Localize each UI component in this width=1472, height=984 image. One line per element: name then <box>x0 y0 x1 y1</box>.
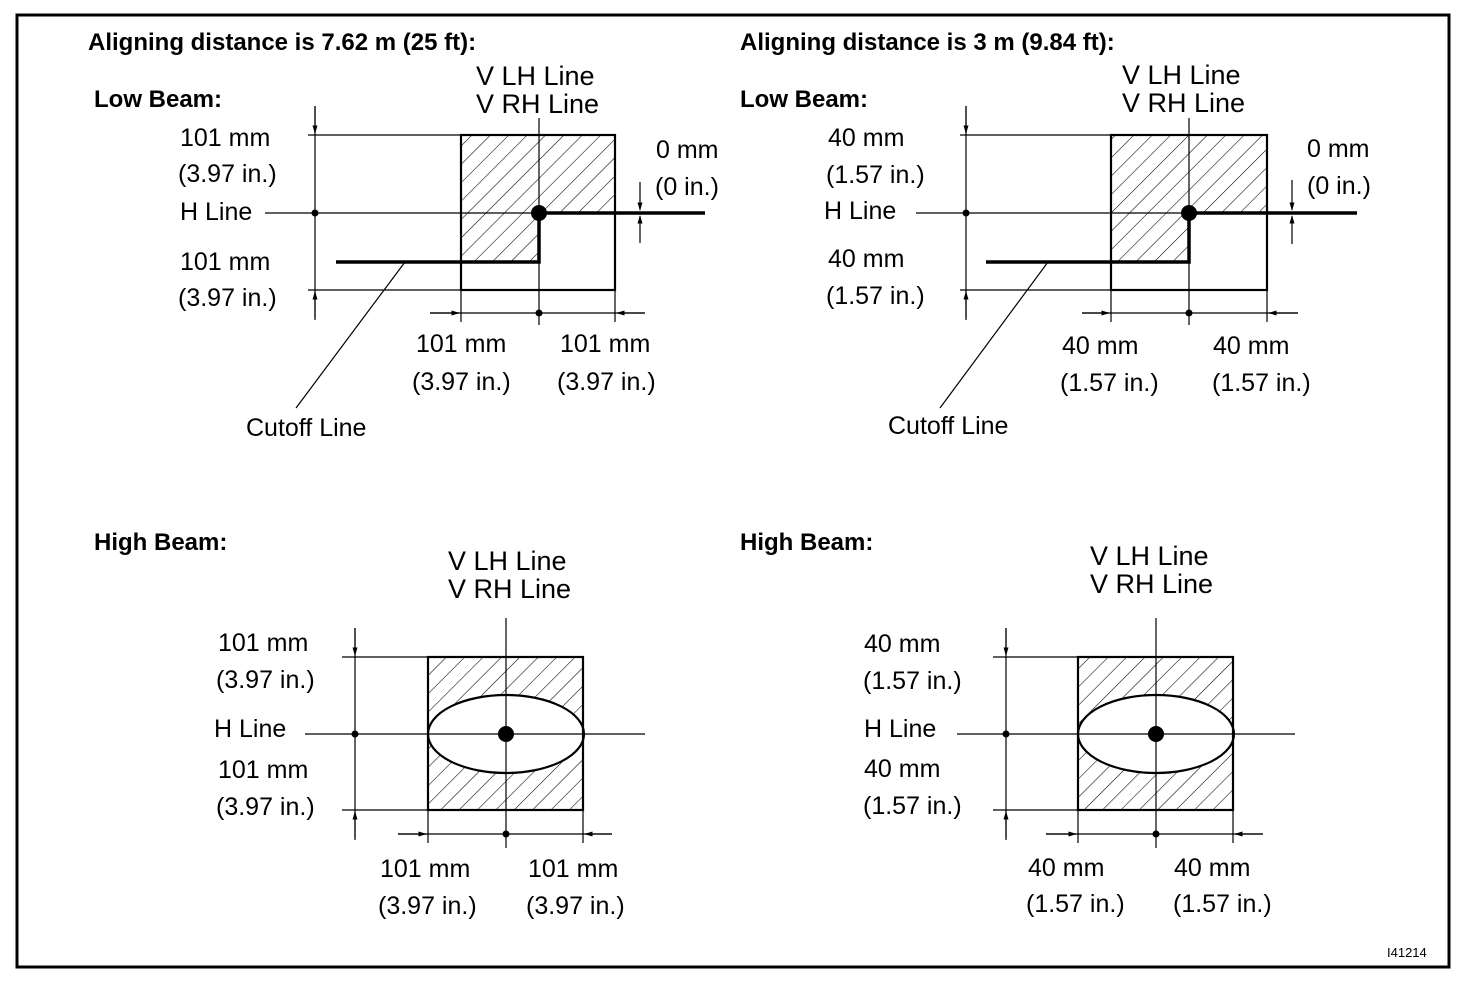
high-right-top-mm: 40 mm <box>864 630 940 658</box>
low-left-top-mm: 101 mm <box>180 124 270 152</box>
low-right-left-in: (1.57 in.) <box>1060 369 1159 397</box>
low-right-offset-in: (0 in.) <box>1307 172 1371 200</box>
low-right-cutoff-label: Cutoff Line <box>888 412 1008 440</box>
low-beam-left-diagram: Low Beam: V LH Line V RH Line 101 mm ( <box>94 61 719 442</box>
high-right-left-mm: 40 mm <box>1028 854 1104 882</box>
low-left-bottom-mm: 101 mm <box>180 248 270 276</box>
high-right-bottom-mm: 40 mm <box>864 755 940 783</box>
low-left-bottom-in: (3.97 in.) <box>178 284 277 312</box>
low-left-h-marker <box>311 209 319 217</box>
high-right-bottom-in: (1.57 in.) <box>863 792 962 820</box>
high-right-v-marker <box>1152 830 1160 838</box>
high-right-h-line-label: H Line <box>864 715 936 743</box>
high-beam-right-heading: High Beam: <box>740 529 873 556</box>
low-beam-left-heading: Low Beam: <box>94 86 222 113</box>
high-left-right-mm: 101 mm <box>528 855 618 883</box>
low-left-right-mm: 101 mm <box>560 330 650 358</box>
low-right-top-mm: 40 mm <box>828 124 904 152</box>
low-left-v-lh-label: V LH Line <box>476 61 595 91</box>
high-left-top-in: (3.97 in.) <box>216 666 315 694</box>
low-beam-right-heading: Low Beam: <box>740 86 868 113</box>
low-left-cutoff-line <box>336 211 705 264</box>
low-right-left-mm: 40 mm <box>1062 332 1138 360</box>
high-right-v-rh-label: V RH Line <box>1090 569 1213 599</box>
low-right-offset-mm: 0 mm <box>1307 135 1370 163</box>
low-right-h-marker <box>962 209 970 217</box>
low-left-center-point <box>531 205 547 221</box>
low-left-v-rh-label: V RH Line <box>476 89 599 119</box>
high-left-right-in: (3.97 in.) <box>526 892 625 920</box>
figure-id: I41214 <box>1387 945 1427 960</box>
low-left-offset-in: (0 in.) <box>655 173 719 201</box>
low-left-top-in: (3.97 in.) <box>178 160 277 188</box>
low-left-v-marker <box>535 309 543 317</box>
low-right-v-rh-label: V RH Line <box>1122 88 1245 118</box>
high-right-top-in: (1.57 in.) <box>863 667 962 695</box>
high-left-left-in: (3.97 in.) <box>378 892 477 920</box>
high-right-center-point <box>1148 726 1164 742</box>
low-left-h-line-label: H Line <box>180 198 252 226</box>
low-left-left-in: (3.97 in.) <box>412 368 511 396</box>
high-beam-left-heading: High Beam: <box>94 529 227 556</box>
low-left-cutoff-label: Cutoff Line <box>246 414 366 442</box>
high-left-bottom-in: (3.97 in.) <box>216 793 315 821</box>
low-right-v-lh-label: V LH Line <box>1122 60 1241 90</box>
high-left-h-line-label: H Line <box>214 715 286 743</box>
low-right-center-point <box>1181 205 1197 221</box>
high-left-left-mm: 101 mm <box>380 855 470 883</box>
low-left-left-mm: 101 mm <box>416 330 506 358</box>
low-left-right-in: (3.97 in.) <box>557 368 656 396</box>
high-left-center-point <box>498 726 514 742</box>
high-right-h-marker <box>1002 730 1010 738</box>
low-right-cutoff-line <box>986 211 1357 264</box>
low-left-hatched-zone <box>461 135 615 262</box>
high-left-h-marker <box>351 730 359 738</box>
left-panel-title: Aligning distance is 7.62 m (25 ft): <box>88 29 476 56</box>
high-left-bottom-mm: 101 mm <box>218 756 308 784</box>
low-right-cutoff-leader <box>939 261 1049 409</box>
low-left-offset-mm: 0 mm <box>656 136 719 164</box>
high-left-v-marker <box>502 830 510 838</box>
low-right-h-line-label: H Line <box>824 197 896 225</box>
high-left-v-rh-label: V RH Line <box>448 574 571 604</box>
high-beam-left-diagram: High Beam: V LH Line V RH Line 101 mm (3… <box>94 529 645 920</box>
high-beam-right-diagram: High Beam: V LH Line V RH Line 40 mm (1.… <box>740 529 1295 918</box>
low-right-v-marker <box>1185 309 1193 317</box>
high-left-top-mm: 101 mm <box>218 629 308 657</box>
high-right-right-mm: 40 mm <box>1174 854 1250 882</box>
low-beam-right-diagram: Low Beam: V LH Line V RH Line 40 mm (1.5… <box>740 60 1371 440</box>
low-right-top-in: (1.57 in.) <box>826 161 925 189</box>
right-panel-title: Aligning distance is 3 m (9.84 ft): <box>740 29 1115 56</box>
high-right-right-in: (1.57 in.) <box>1173 890 1272 918</box>
low-right-bottom-mm: 40 mm <box>828 245 904 273</box>
high-right-left-in: (1.57 in.) <box>1026 890 1125 918</box>
low-right-right-mm: 40 mm <box>1213 332 1289 360</box>
low-right-bottom-in: (1.57 in.) <box>826 282 925 310</box>
diagram-frame <box>15 13 1451 969</box>
low-right-right-in: (1.57 in.) <box>1212 369 1311 397</box>
high-right-v-lh-label: V LH Line <box>1090 541 1209 571</box>
low-left-cutoff-leader <box>295 261 406 409</box>
high-left-v-lh-label: V LH Line <box>448 546 567 576</box>
